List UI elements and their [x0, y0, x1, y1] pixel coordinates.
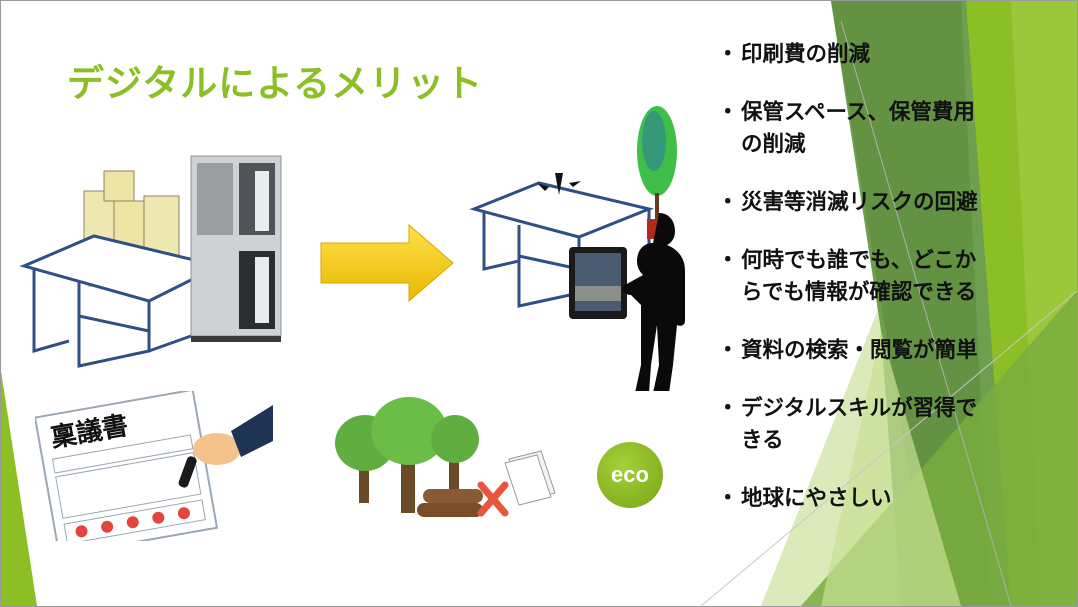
logs — [417, 489, 483, 517]
facet-pale — [821, 331, 961, 606]
facet-line-2 — [700, 290, 1077, 606]
benefit-item: ・ 保管スペース、保管費用 の削減 — [717, 97, 1067, 161]
benefit-text: 何時でも誰でも、どこか — [741, 248, 977, 273]
sparkle-lines — [537, 173, 581, 195]
person-silhouette — [622, 213, 685, 391]
bullet-marker: ・ — [717, 248, 739, 273]
bullet-marker: ・ — [717, 190, 739, 215]
benefit-text: の削減 — [741, 132, 806, 157]
benefit-text: デジタルスキルが習得で — [741, 396, 978, 421]
storage-cabinet — [190, 155, 282, 342]
cross-icon — [477, 481, 509, 517]
benefit-item: ・ 地球にやさしい — [717, 483, 1067, 515]
digital-desk-illustration — [469, 106, 685, 391]
eco-badge-label: eco — [611, 462, 649, 487]
benefit-item: ・ 災害等消滅リスクの回避 — [717, 187, 1067, 219]
facet-line — [840, 20, 1012, 606]
hand-with-stamp — [178, 405, 273, 488]
forest-conservation-illustration — [335, 397, 556, 517]
benefit-text: らでも情報が確認できる — [741, 280, 977, 305]
bullet-marker: ・ — [717, 100, 739, 125]
desk-outline — [19, 234, 224, 368]
benefit-text: 印刷費の削減 — [741, 42, 871, 67]
bullet-marker: ・ — [717, 396, 739, 421]
paper-desk-illustration — [19, 155, 282, 368]
tablet-device — [569, 247, 627, 319]
trees — [335, 397, 479, 513]
arrow-right-icon — [320, 223, 454, 303]
benefit-item: ・ 印刷費の削減 — [717, 39, 1067, 71]
bullet-marker: ・ — [717, 338, 739, 363]
bullet-marker: ・ — [717, 486, 739, 511]
benefit-text: 保管スペース、保管費用 — [741, 100, 975, 125]
benefit-text: 災害等消滅リスクの回避 — [741, 190, 978, 215]
benefit-item: ・ デジタルスキルが習得で きる — [717, 393, 1067, 457]
slide-title: デジタルによるメリット — [67, 62, 484, 105]
benefit-item: ・ 何時でも誰でも、どこか らでも情報が確認できる — [717, 245, 1067, 309]
facet-left-strip — [1, 371, 37, 606]
benefits-list: ・ 印刷費の削減 ・ 保管スペース、保管費用 の削減 ・ 災害等消滅リスクの回避… — [717, 39, 1067, 541]
benefit-text: 地球にやさしい — [741, 486, 892, 511]
eco-badge: eco — [597, 442, 663, 508]
bullet-marker: ・ — [717, 42, 739, 67]
benefit-item: ・ 資料の検索・閲覧が簡単 — [717, 335, 1067, 367]
ringi-document-illustration: 稟議書 — [35, 391, 273, 541]
paper-stack-icon — [504, 450, 556, 506]
benefit-text: きる — [741, 428, 784, 453]
benefit-text: 資料の検索・閲覧が簡単 — [741, 338, 978, 363]
